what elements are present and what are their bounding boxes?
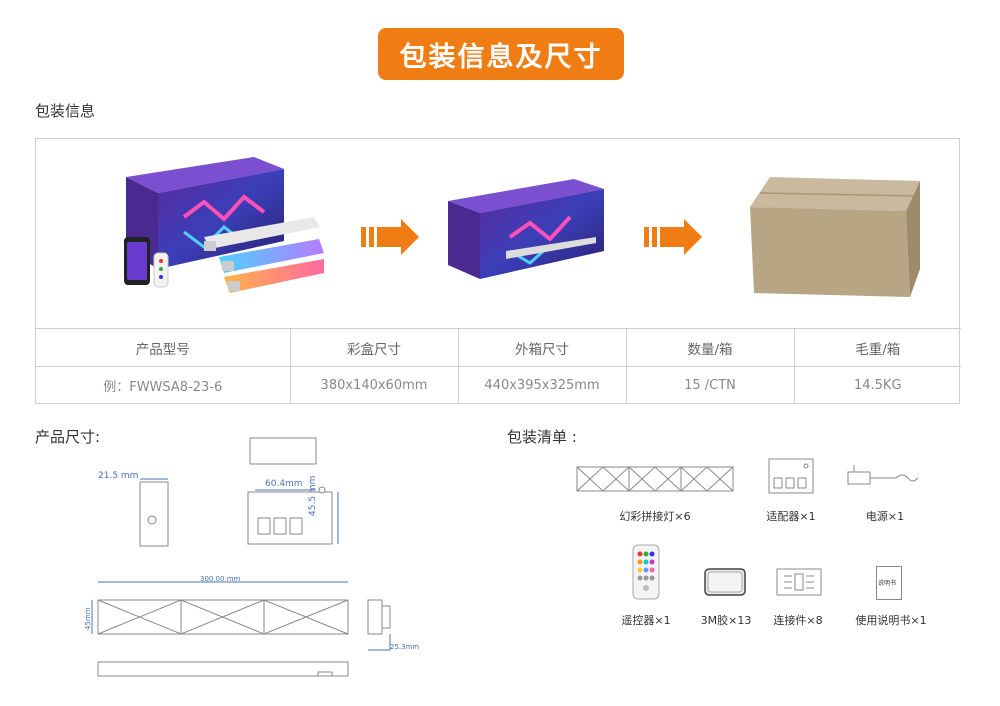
splice-light-image (576, 466, 734, 492)
adapter-image (768, 458, 814, 494)
spec-header: 产品型号 (36, 328, 291, 367)
packaging-heading: 包装信息 (35, 102, 96, 120)
remote-control-image (632, 544, 660, 600)
arrow-right-icon (644, 219, 702, 255)
dimension-label: 21.5 mm (98, 471, 139, 481)
color-box-with-lights-image (124, 157, 324, 293)
spec-header: 彩盒尺寸 (290, 328, 459, 367)
packaging-panel: 产品型号 彩盒尺寸 外箱尺寸 数量/箱 毛重/箱 例：FWWSA8-23-6 3… (35, 138, 961, 404)
power-supply-image (847, 465, 919, 485)
manual-cover-label: 说明书 (878, 580, 897, 587)
package-item-label: 连接件×8 (773, 614, 823, 627)
package-item-label: 3M胶×13 (700, 614, 752, 627)
package-item-label: 幻彩拼接灯×6 (619, 510, 691, 523)
connector-image (776, 568, 822, 596)
package-item-label: 使用说明书×1 (855, 614, 927, 627)
spec-value: 15 /CTN (626, 366, 795, 404)
dimension-label: 300.00 mm (200, 575, 241, 583)
spec-value: 例：FWWSA8-23-6 (36, 366, 291, 404)
spec-table: 产品型号 彩盒尺寸 外箱尺寸 数量/箱 毛重/箱 例：FWWSA8-23-6 3… (36, 328, 961, 404)
spec-header: 数量/箱 (626, 328, 795, 367)
package-item-label: 电源×1 (865, 510, 905, 523)
spec-value: 14.5KG (794, 366, 961, 404)
dimension-label: 45mm (84, 607, 92, 630)
dimension-label: 60.4mm (265, 479, 303, 489)
package-list-heading: 包装清单 : (507, 428, 577, 446)
package-item-label: 遥控器×1 (621, 614, 671, 627)
packaging-images (36, 139, 959, 329)
spec-header: 外箱尺寸 (458, 328, 627, 367)
spec-header-row: 产品型号 彩盒尺寸 外箱尺寸 数量/箱 毛重/箱 (36, 328, 961, 367)
package-item-label: 适配器×1 (766, 510, 816, 523)
spec-value: 380x140x60mm (290, 366, 459, 404)
product-dimension-drawing (91, 437, 391, 677)
product-size-heading: 产品尺寸: (35, 428, 101, 446)
color-box-image (448, 179, 604, 279)
3m-tape-image (704, 568, 746, 596)
arrow-right-icon (361, 219, 419, 255)
dimension-label: 45.5 mm (308, 475, 318, 516)
spec-header: 毛重/箱 (794, 328, 961, 367)
dimension-label: 25.3mm (390, 643, 420, 651)
spec-value-row: 例：FWWSA8-23-6 380x140x60mm 440x395x325mm… (36, 366, 961, 404)
page-banner: 包装信息及尺寸 (378, 28, 624, 80)
carton-box-image (750, 177, 920, 297)
spec-value: 440x395x325mm (458, 366, 627, 404)
manual-image: 说明书 (876, 566, 902, 600)
